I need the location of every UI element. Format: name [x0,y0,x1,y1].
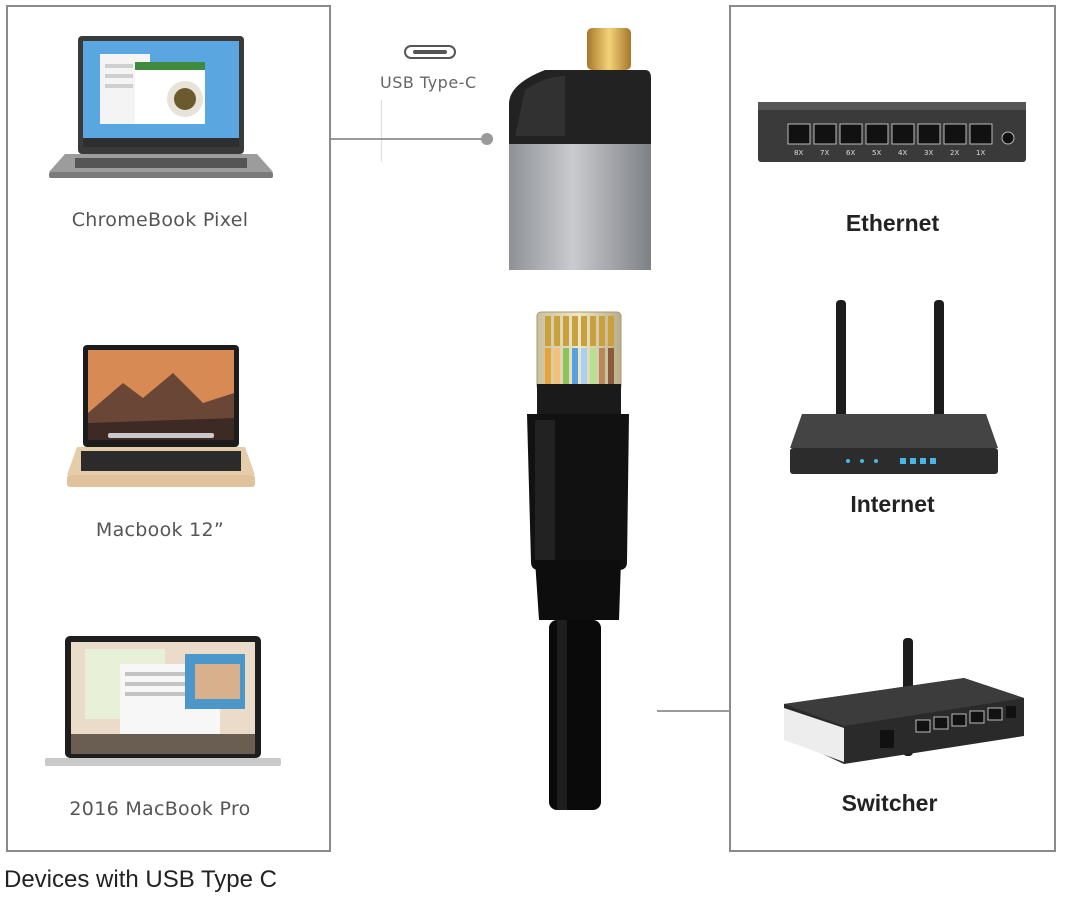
usb-type-c-label: USB Type-C [380,73,477,92]
internet-label: Internet [850,491,935,517]
switch-port-2x: 2X [950,149,959,157]
macbook-12-image [63,343,258,498]
macbook-pro-2016-image [45,634,281,774]
switch-port-5x: 5X [872,149,881,157]
connector-line-right [657,710,729,712]
switch-port-8x: 8X [794,149,803,157]
device-label-chromebook: ChromeBook Pixel [71,209,249,231]
guide-line [381,100,382,162]
chromebook-pixel-image [45,34,275,186]
device-label-macbook-12: Macbook 12” [95,519,225,541]
switch-port-4x: 4X [898,149,907,157]
usb-c-adapter-image [505,26,655,272]
internet-router-image [786,298,1002,478]
device-label-macbook-pro: 2016 MacBook Pro [69,798,251,820]
connector-dot [481,133,493,145]
switcher-device-image [780,636,1030,766]
switch-port-3x: 3X [924,149,933,157]
network-panel [729,5,1056,852]
ethernet-switch-image: 8X 7X 6X 5X 4X 3X 2X 1X [758,98,1028,166]
switch-port-7x: 7X [820,149,829,157]
switcher-label: Switcher [841,790,938,816]
footer-caption: Devices with USB Type C [4,866,277,893]
switch-port-6x: 6X [846,149,855,157]
devices-panel [6,5,331,852]
connector-line-left [331,138,486,140]
usb-c-port-icon [404,45,456,64]
ethernet-label: Ethernet [845,210,940,236]
rj45-plug-image [505,300,645,825]
switch-port-1x: 1X [976,149,985,157]
